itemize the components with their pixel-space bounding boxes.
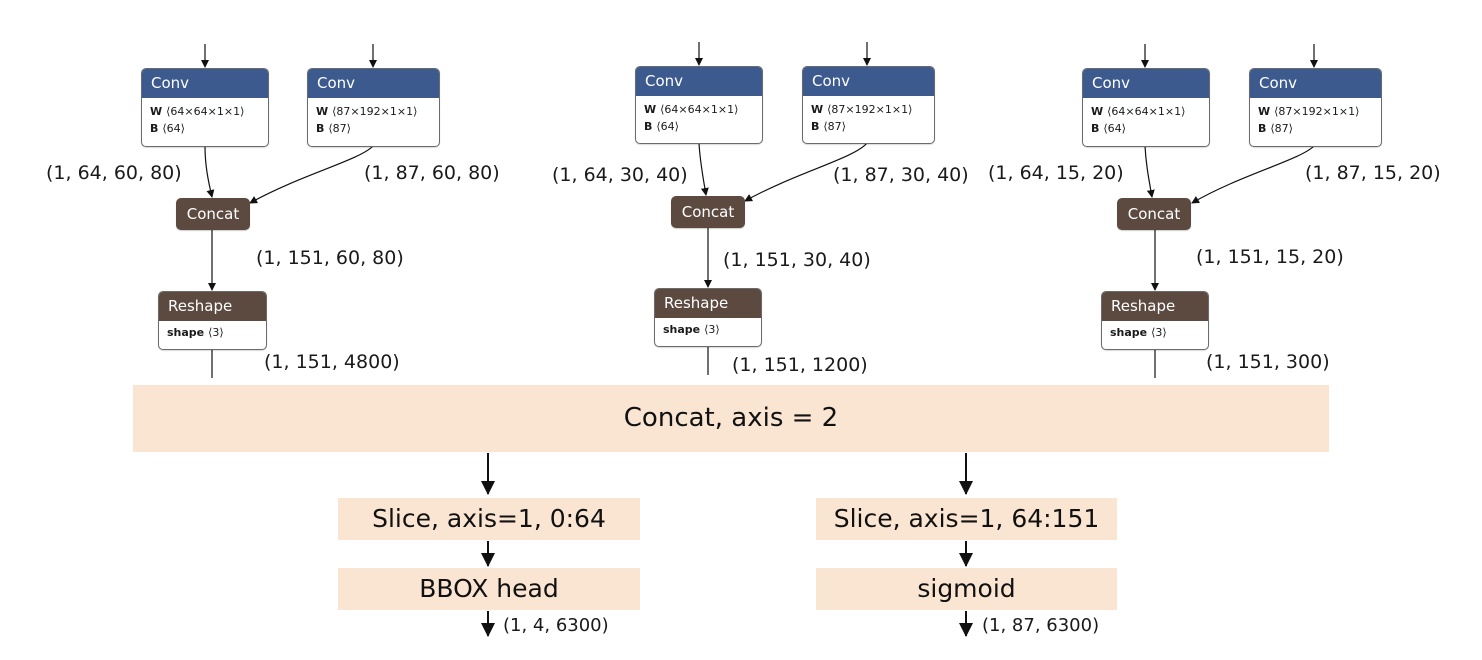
attr-key: B (150, 122, 159, 135)
node-title: Reshape (655, 289, 761, 318)
attr-value: ⟨3⟩ (1151, 326, 1167, 339)
attr-key: shape (663, 323, 701, 336)
node-title: Conv (1083, 69, 1209, 98)
tensor-shape-label: (1, 64, 15, 20) (988, 162, 1124, 184)
tensor-shape-label: (1, 64, 30, 40) (552, 164, 688, 186)
attr-key: W (1258, 105, 1271, 118)
tensor-shape-label: (1, 151, 1200) (732, 354, 868, 376)
tensor-shape-label: (1, 64, 60, 80) (46, 162, 182, 184)
tensor-shape-label: (1, 151, 30, 40) (723, 249, 871, 271)
attr-key: W (644, 103, 657, 116)
slice-bbox-block: Slice, axis=1, 0:64 (338, 498, 640, 540)
node-title: Conv (308, 69, 439, 98)
tensor-shape-label: (1, 87, 15, 20) (1305, 162, 1441, 184)
tensor-shape-label: (1, 87, 60, 80) (364, 162, 500, 184)
tensor-shape-label: (1, 151, 4800) (264, 351, 400, 373)
node-title: Conv (1250, 69, 1381, 98)
main-concat-block: Concat, axis = 2 (133, 385, 1329, 452)
node-title: Conv (142, 69, 268, 98)
weight-shape: ⟨87×192×1×1⟩ (1274, 105, 1360, 118)
weight-shape: ⟨64×64×1×1⟩ (660, 103, 739, 116)
attr-key: B (811, 120, 820, 133)
concat-node-1[interactable]: Concat (176, 198, 250, 230)
tensor-shape-label: (1, 4, 6300) (503, 615, 609, 636)
attr-key: shape (1110, 326, 1148, 339)
attr-key: W (316, 105, 329, 118)
bias-shape: ⟨64⟩ (1103, 122, 1126, 135)
attr-key: W (1091, 105, 1104, 118)
bias-shape: ⟨64⟩ (656, 120, 679, 133)
attr-key: W (811, 103, 824, 116)
tensor-shape-label: (1, 87, 30, 40) (833, 164, 969, 186)
reshape-node-3[interactable]: Reshape shape⟨3⟩ (1101, 291, 1209, 350)
attr-key: W (150, 105, 163, 118)
conv-node-3a[interactable]: Conv W⟨64×64×1×1⟩ B⟨64⟩ (1082, 68, 1210, 147)
tensor-shape-label: (1, 87, 6300) (982, 615, 1100, 636)
bias-shape: ⟨64⟩ (162, 122, 185, 135)
conv-node-1b[interactable]: Conv W⟨87×192×1×1⟩ B⟨87⟩ (307, 68, 440, 147)
weight-shape: ⟨87×192×1×1⟩ (332, 105, 418, 118)
bbox-head-block: BBOX head (338, 568, 640, 610)
weight-shape: ⟨64×64×1×1⟩ (1107, 105, 1186, 118)
slice-class-block: Slice, axis=1, 64:151 (816, 498, 1117, 540)
tensor-shape-label: (1, 151, 60, 80) (256, 247, 404, 269)
tensor-shape-label: (1, 151, 15, 20) (1196, 246, 1344, 268)
attr-key: shape (167, 326, 205, 339)
attr-key: B (644, 120, 653, 133)
sigmoid-block: sigmoid (816, 568, 1117, 610)
weight-shape: ⟨64×64×1×1⟩ (166, 105, 245, 118)
reshape-node-1[interactable]: Reshape shape⟨3⟩ (158, 291, 267, 350)
conv-node-2b[interactable]: Conv W⟨87×192×1×1⟩ B⟨87⟩ (802, 66, 935, 144)
tensor-shape-label: (1, 151, 300) (1206, 351, 1330, 373)
conv-node-1a[interactable]: Conv W⟨64×64×1×1⟩ B⟨64⟩ (141, 68, 269, 147)
node-title: Conv (803, 67, 934, 96)
attr-key: B (1091, 122, 1100, 135)
node-title: Conv (636, 67, 762, 96)
concat-node-2[interactable]: Concat (671, 196, 745, 228)
bias-shape: ⟨87⟩ (823, 120, 846, 133)
reshape-node-2[interactable]: Reshape shape⟨3⟩ (654, 288, 762, 347)
attr-key: B (316, 122, 325, 135)
node-title: Reshape (1102, 292, 1208, 321)
concat-node-3[interactable]: Concat (1117, 198, 1191, 230)
attr-value: ⟨3⟩ (208, 326, 224, 339)
bias-shape: ⟨87⟩ (328, 122, 351, 135)
attr-key: B (1258, 122, 1267, 135)
node-title: Reshape (159, 292, 266, 321)
conv-node-3b[interactable]: Conv W⟨87×192×1×1⟩ B⟨87⟩ (1249, 68, 1382, 147)
bias-shape: ⟨87⟩ (1270, 122, 1293, 135)
weight-shape: ⟨87×192×1×1⟩ (827, 103, 913, 116)
attr-value: ⟨3⟩ (704, 323, 720, 336)
conv-node-2a[interactable]: Conv W⟨64×64×1×1⟩ B⟨64⟩ (635, 66, 763, 144)
